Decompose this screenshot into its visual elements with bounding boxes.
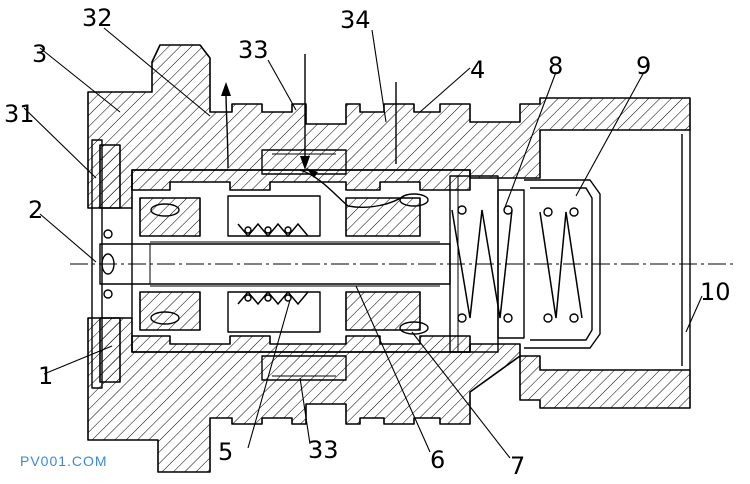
label-33-top: 33	[238, 36, 269, 64]
label-34: 34	[340, 6, 371, 34]
flow-arrows	[221, 54, 405, 208]
label-31: 31	[4, 100, 35, 128]
label-9: 9	[636, 52, 651, 80]
leader-lines	[23, 27, 703, 459]
label-4: 4	[470, 56, 485, 84]
arrow-up-icon	[221, 82, 231, 96]
inner-spring	[237, 222, 309, 306]
arrow-left-icon	[306, 168, 318, 178]
part-labels: 3 31 32 33 34 4 8 9 2 1 10 5 33 6 7	[4, 4, 731, 480]
inner-sleeve	[131, 149, 471, 381]
label-33-bottom: 33	[308, 436, 339, 464]
label-1: 1	[38, 362, 53, 390]
retainer-cup	[524, 179, 601, 349]
label-6: 6	[430, 446, 445, 474]
label-5: 5	[218, 438, 233, 466]
label-10: 10	[700, 278, 731, 306]
main-spring	[451, 205, 513, 323]
watermark: PV001.COM	[20, 453, 108, 469]
label-3: 3	[32, 40, 47, 68]
arrow-down-icon	[300, 156, 310, 170]
valve-housing	[87, 44, 691, 473]
label-8: 8	[548, 52, 563, 80]
seal-rings	[101, 193, 429, 335]
label-2: 2	[28, 196, 43, 224]
label-32: 32	[82, 4, 113, 32]
label-7: 7	[510, 452, 525, 480]
